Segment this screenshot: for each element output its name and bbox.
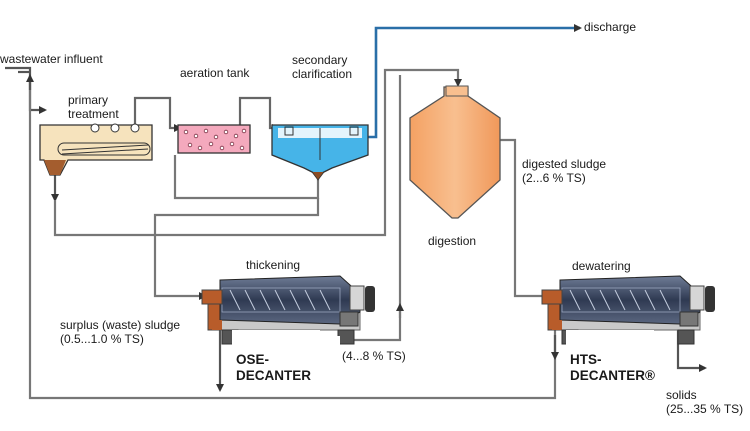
pipe-discharge — [366, 24, 582, 139]
label-wastewater-influent: wastewater influent — [0, 52, 103, 66]
label-secondary-clarification: secondary clarification — [292, 53, 353, 81]
aeration-tank-icon — [177, 124, 251, 154]
pipe-surplus-to-thickening — [153, 198, 320, 300]
label-surplus-sludge: surplus (waste) sludge (0.5...1.0 % TS) — [60, 318, 181, 346]
pipes — [5, 24, 707, 400]
label-digestion: digestion — [428, 234, 477, 248]
label-ose-decanter: OSE- DECANTER — [236, 352, 312, 383]
pipe-aeration-to-clarifier — [238, 96, 280, 132]
label-solids: solids (25...35 % TS) — [666, 388, 744, 416]
label-digested-sludge: digested sludge (2...6 % TS) — [522, 157, 607, 185]
pipe-primary-to-aeration — [133, 96, 182, 132]
primary-tank-icon — [39, 123, 153, 176]
label-thickening: thickening — [246, 258, 301, 272]
pipe-influent — [5, 66, 47, 114]
label-thickened-ts: (4...8 % TS) — [342, 349, 406, 363]
label-hts-decanter: HTS- DECANTER® — [570, 352, 655, 383]
label-aeration-tank: aeration tank — [180, 66, 250, 80]
clarifier-tank-icon — [271, 124, 369, 181]
label-primary-treatment: primary treatment — [68, 93, 119, 121]
label-discharge: discharge — [584, 20, 637, 34]
pipe-return-sludge — [173, 155, 320, 200]
digester-tank-icon — [409, 85, 501, 219]
pipe-digested-to-dewatering — [500, 138, 550, 300]
pipe-primary-to-digester — [53, 68, 462, 237]
label-dewatering: dewatering — [572, 259, 631, 273]
pipe-hts-centrate — [28, 80, 557, 400]
decanter-centrifuge-icon — [201, 275, 375, 348]
